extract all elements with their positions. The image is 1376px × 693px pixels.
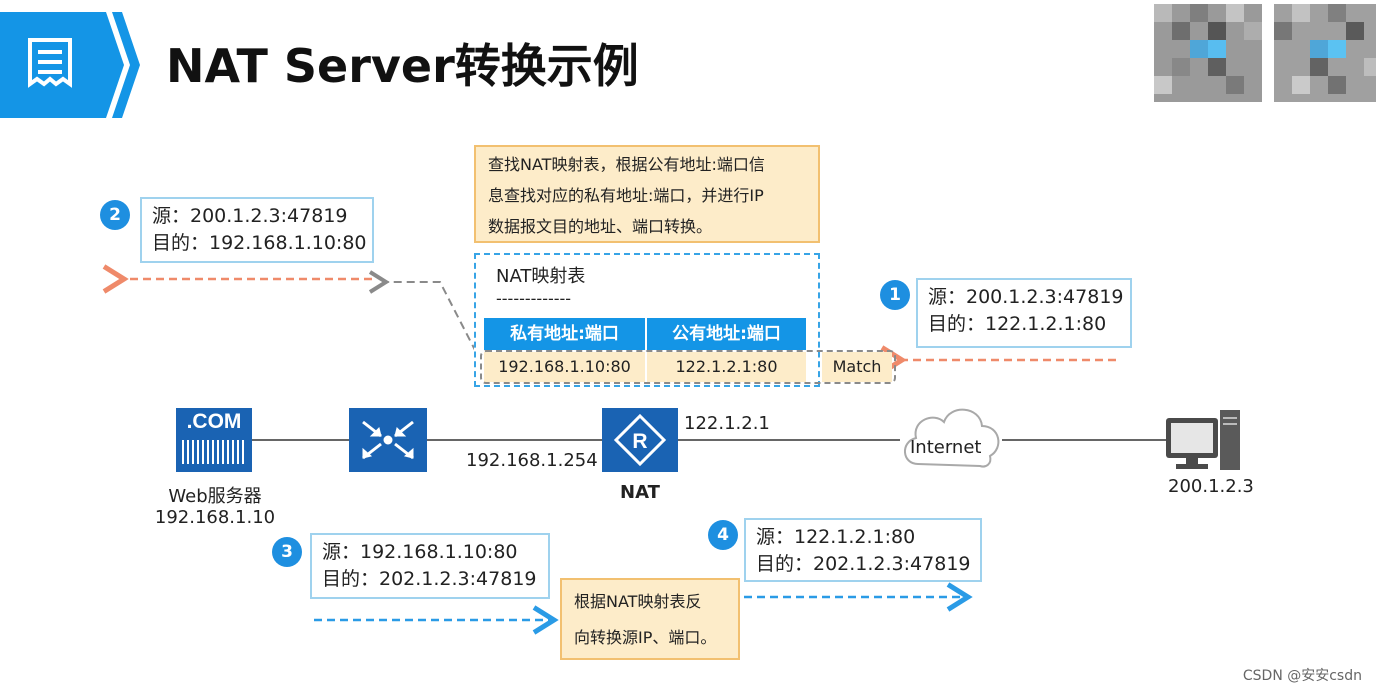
nat-table-title: NAT映射表 bbox=[496, 266, 586, 287]
video-thumbnail-icon bbox=[1274, 4, 1376, 102]
match-label: Match bbox=[822, 352, 892, 382]
packet-source: 源：200.1.2.3:47819 bbox=[928, 286, 1124, 308]
switch-ip: 192.168.1.254 bbox=[466, 450, 598, 471]
header-banner bbox=[0, 12, 140, 118]
nat-label: NAT bbox=[620, 482, 660, 503]
web-server-icon: .COM bbox=[176, 408, 252, 472]
step-badge-4: 4 bbox=[708, 520, 738, 550]
client-ip: 200.1.2.3 bbox=[1168, 476, 1254, 497]
internet-cloud-icon bbox=[904, 408, 1000, 468]
lookup-note-line: 息查找对应的私有地址:端口，并进行IP bbox=[488, 186, 764, 205]
packet-source: 源：200.1.2.3:47819 bbox=[152, 205, 348, 227]
packet-source: 源：192.168.1.10:80 bbox=[322, 541, 518, 563]
packet-destination: 目的：202.1.2.3:47819 bbox=[322, 568, 537, 590]
reverse-note-line: 根据NAT映射表反 bbox=[574, 592, 702, 611]
lookup-note-line: 查找NAT映射表，根据公有地址:端口信 bbox=[488, 155, 765, 174]
lookup-note-line: 数据报文目的地址、端口转换。 bbox=[488, 217, 713, 236]
packet-info-step-2: 源：200.1.2.3:47819 目的：192.168.1.10:80 bbox=[140, 197, 374, 263]
internet-label: Internet bbox=[910, 437, 982, 458]
document-icon bbox=[28, 38, 72, 88]
packet-source: 源：122.1.2.1:80 bbox=[756, 526, 916, 548]
nat-public-ip: 122.1.2.1 bbox=[684, 413, 770, 434]
server-ip: 192.168.1.10 bbox=[154, 507, 276, 528]
reverse-note: 根据NAT映射表反 向转换源IP、端口。 bbox=[560, 578, 740, 660]
router-icon-label: R bbox=[632, 430, 647, 453]
video-thumbnail-icon bbox=[1154, 4, 1262, 102]
client-pc-icon bbox=[1166, 410, 1240, 470]
step-badge-2: 2 bbox=[100, 200, 130, 230]
server-icon-label: .COM bbox=[186, 410, 242, 433]
server-barcode bbox=[182, 440, 246, 464]
step-badge-3: 3 bbox=[272, 537, 302, 567]
step-badge-1: 1 bbox=[880, 280, 910, 310]
packet-destination: 目的：192.168.1.10:80 bbox=[152, 232, 367, 254]
reverse-note-line: 向转换源IP、端口。 bbox=[574, 628, 717, 647]
server-name: Web服务器 bbox=[168, 486, 262, 507]
nat-table-separator: ------------- bbox=[496, 289, 572, 308]
packet-info-step-4: 源：122.1.2.1:80 目的：202.1.2.3:47819 bbox=[744, 518, 982, 582]
packet-destination: 目的：202.1.2.3:47819 bbox=[756, 553, 971, 575]
watermark: CSDN @安安csdn bbox=[1242, 668, 1362, 684]
matched-row-highlight bbox=[480, 350, 896, 384]
packet-info-step-3: 源：192.168.1.10:80 目的：202.1.2.3:47819 bbox=[310, 533, 550, 599]
nat-table-cell-public: 122.1.2.1:80 bbox=[647, 352, 806, 382]
packet-info-step-1: 源：200.1.2.3:47819 目的：122.1.2.1:80 bbox=[916, 278, 1132, 348]
packet-destination: 目的：122.1.2.1:80 bbox=[928, 313, 1107, 335]
lookup-note: 查找NAT映射表，根据公有地址:端口信 息查找对应的私有地址:端口，并进行IP … bbox=[474, 145, 820, 243]
page-title: NAT Server转换示例 bbox=[166, 39, 639, 93]
arrow-lookup bbox=[368, 270, 477, 353]
nat-table-header-public: 公有地址:端口 bbox=[647, 318, 806, 350]
nat-table-header-private: 私有地址:端口 bbox=[484, 318, 645, 350]
nat-table-cell-private: 192.168.1.10:80 bbox=[484, 352, 645, 382]
switch-icon bbox=[349, 408, 427, 472]
nat-router-icon: R bbox=[602, 408, 678, 472]
